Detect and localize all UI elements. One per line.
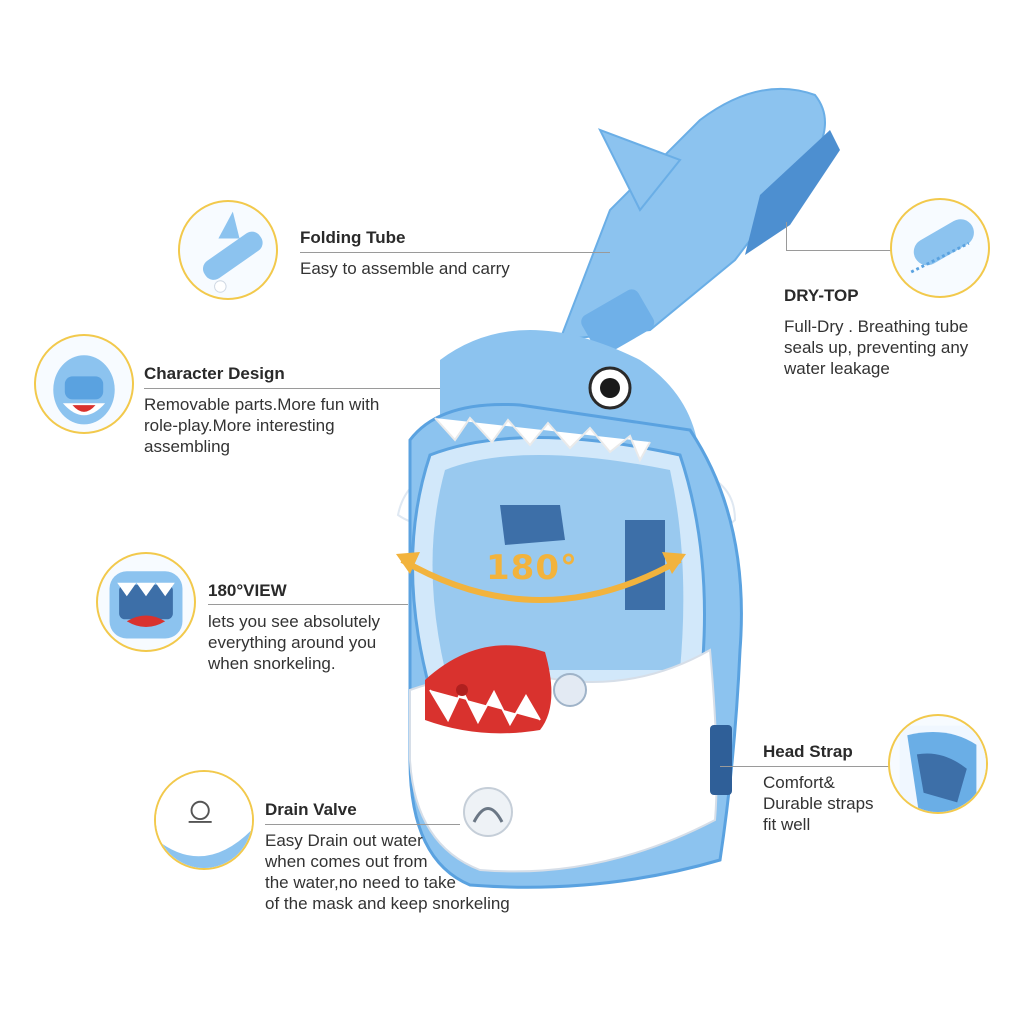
dry-top-title: DRY-TOP [784, 286, 859, 305]
dry-top-thumbnail [890, 198, 990, 298]
connector-head-strap [720, 766, 890, 767]
feature-character-design: Character Design Removable parts.More fu… [144, 364, 379, 457]
dry-top-desc: Full-Dry . Breathing tube seals up, prev… [784, 317, 969, 378]
view-title: 180°VIEW [208, 581, 287, 600]
view-desc: lets you see absolutely everything aroun… [208, 612, 380, 673]
connector-drain-valve [265, 824, 460, 825]
drain-valve-thumbnail [154, 770, 254, 870]
head-strap-desc: Comfort& Durable straps fit well [763, 773, 874, 834]
feature-dry-top: DRY-TOP Full-Dry . Breathing tube seals … [784, 286, 968, 379]
folding-tube-desc: Easy to assemble and carry [300, 259, 510, 278]
drain-valve-desc: Easy Drain out water when comes out from… [265, 831, 510, 913]
folding-tube-thumbnail [178, 200, 278, 300]
connector-dry-top-vertical [786, 222, 787, 250]
head-strap-title: Head Strap [763, 742, 853, 761]
character-design-title: Character Design [144, 364, 285, 383]
connector-view [208, 604, 408, 605]
head-strap-thumbnail [888, 714, 988, 814]
view-arrow-icon [400, 557, 682, 603]
view-angle-label: 180° [486, 548, 578, 588]
feature-head-strap: Head Strap Comfort& Durable straps fit w… [763, 742, 874, 835]
feature-drain-valve: Drain Valve Easy Drain out water when co… [265, 800, 510, 914]
feature-folding-tube: Folding Tube Easy to assemble and carry [300, 228, 510, 279]
drain-valve-title: Drain Valve [265, 800, 357, 819]
connector-folding-tube [300, 252, 610, 253]
view-thumbnail [96, 552, 196, 652]
character-design-thumbnail [34, 334, 134, 434]
connector-dry-top [786, 250, 891, 251]
connector-character-design [144, 388, 440, 389]
feature-view: 180°VIEW lets you see absolutely everyth… [208, 581, 380, 674]
character-design-desc: Removable parts.More fun with role-play.… [144, 395, 380, 456]
folding-tube-title: Folding Tube [300, 228, 406, 247]
